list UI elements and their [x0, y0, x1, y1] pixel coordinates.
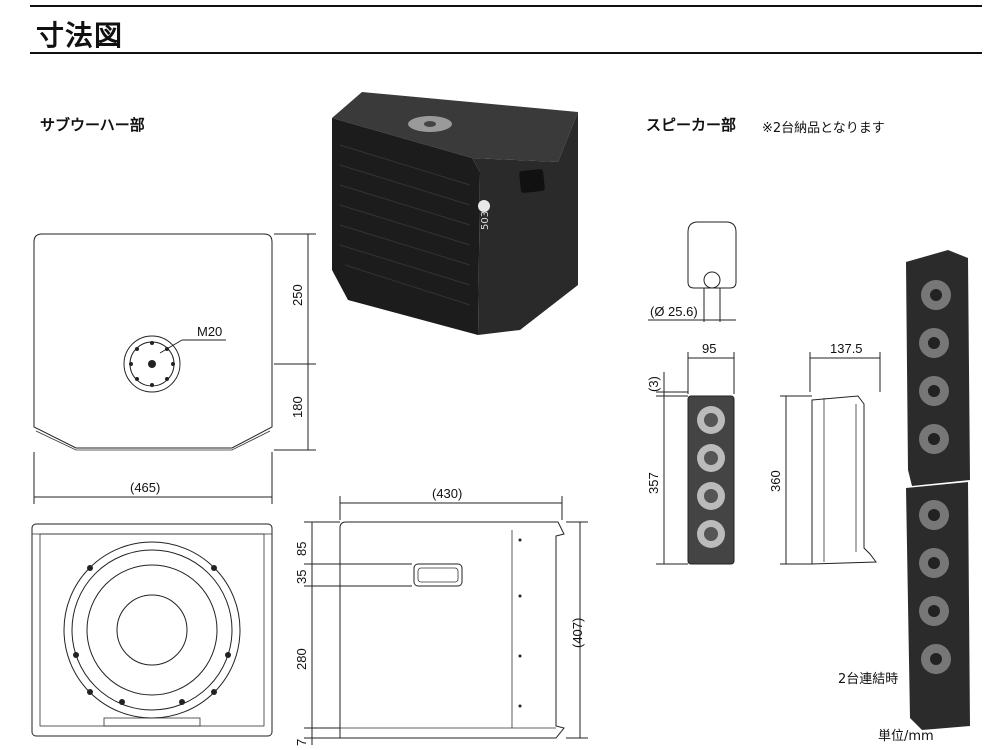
dim-sub-side-a: 85	[294, 542, 309, 556]
dim-sub-side-b: 35	[294, 570, 309, 584]
dim-spk-width: 95	[702, 341, 716, 356]
dim-spk-height-side: 360	[768, 470, 783, 492]
unit-label: 単位/mm	[878, 729, 934, 744]
mount-label: M20	[197, 324, 222, 339]
dim-sub-side-d: 7	[294, 739, 309, 746]
speaker-side-view: 137.5 360	[768, 341, 881, 565]
dim-spk-depth: 137.5	[830, 341, 863, 356]
title-rule	[30, 52, 982, 54]
dim-spk-offset: (3)	[646, 376, 661, 392]
dim-sub-height: (407)	[570, 618, 585, 648]
speaker-front-view: 95 (3) 357	[646, 341, 735, 565]
dim-sub-front-top: 250	[290, 284, 305, 306]
dim-sub-side-c: 280	[294, 648, 309, 670]
dim-spk-height-front: 357	[646, 472, 661, 494]
subwoofer-front-view	[31, 523, 273, 737]
dim-sub-depth: (430)	[432, 486, 462, 501]
subwoofer-side-view: (430) 85 35 280 7 (407)	[294, 486, 588, 746]
connected-speakers-photo	[906, 250, 970, 730]
dim-sub-front-bottom: 180	[290, 396, 305, 418]
speaker-section-label: スピーカー部	[646, 116, 737, 134]
subwoofer-photo: 503	[332, 92, 578, 335]
brand-mark: 503	[480, 211, 491, 230]
speaker-pole-mount: (Ø 25.6)	[648, 221, 737, 322]
connected-label: 2台連結時	[838, 672, 899, 687]
dim-pole-diameter: (Ø 25.6)	[650, 304, 698, 319]
subwoofer-section-label: サブウーハー部	[40, 116, 145, 134]
top-rule	[30, 5, 982, 7]
subwoofer-top-view: M20 250 180 (465)	[33, 233, 316, 504]
speaker-note: ※2台納品となります	[762, 121, 885, 136]
page-title: 寸法図	[36, 19, 124, 52]
dim-sub-width: (465)	[130, 480, 160, 495]
